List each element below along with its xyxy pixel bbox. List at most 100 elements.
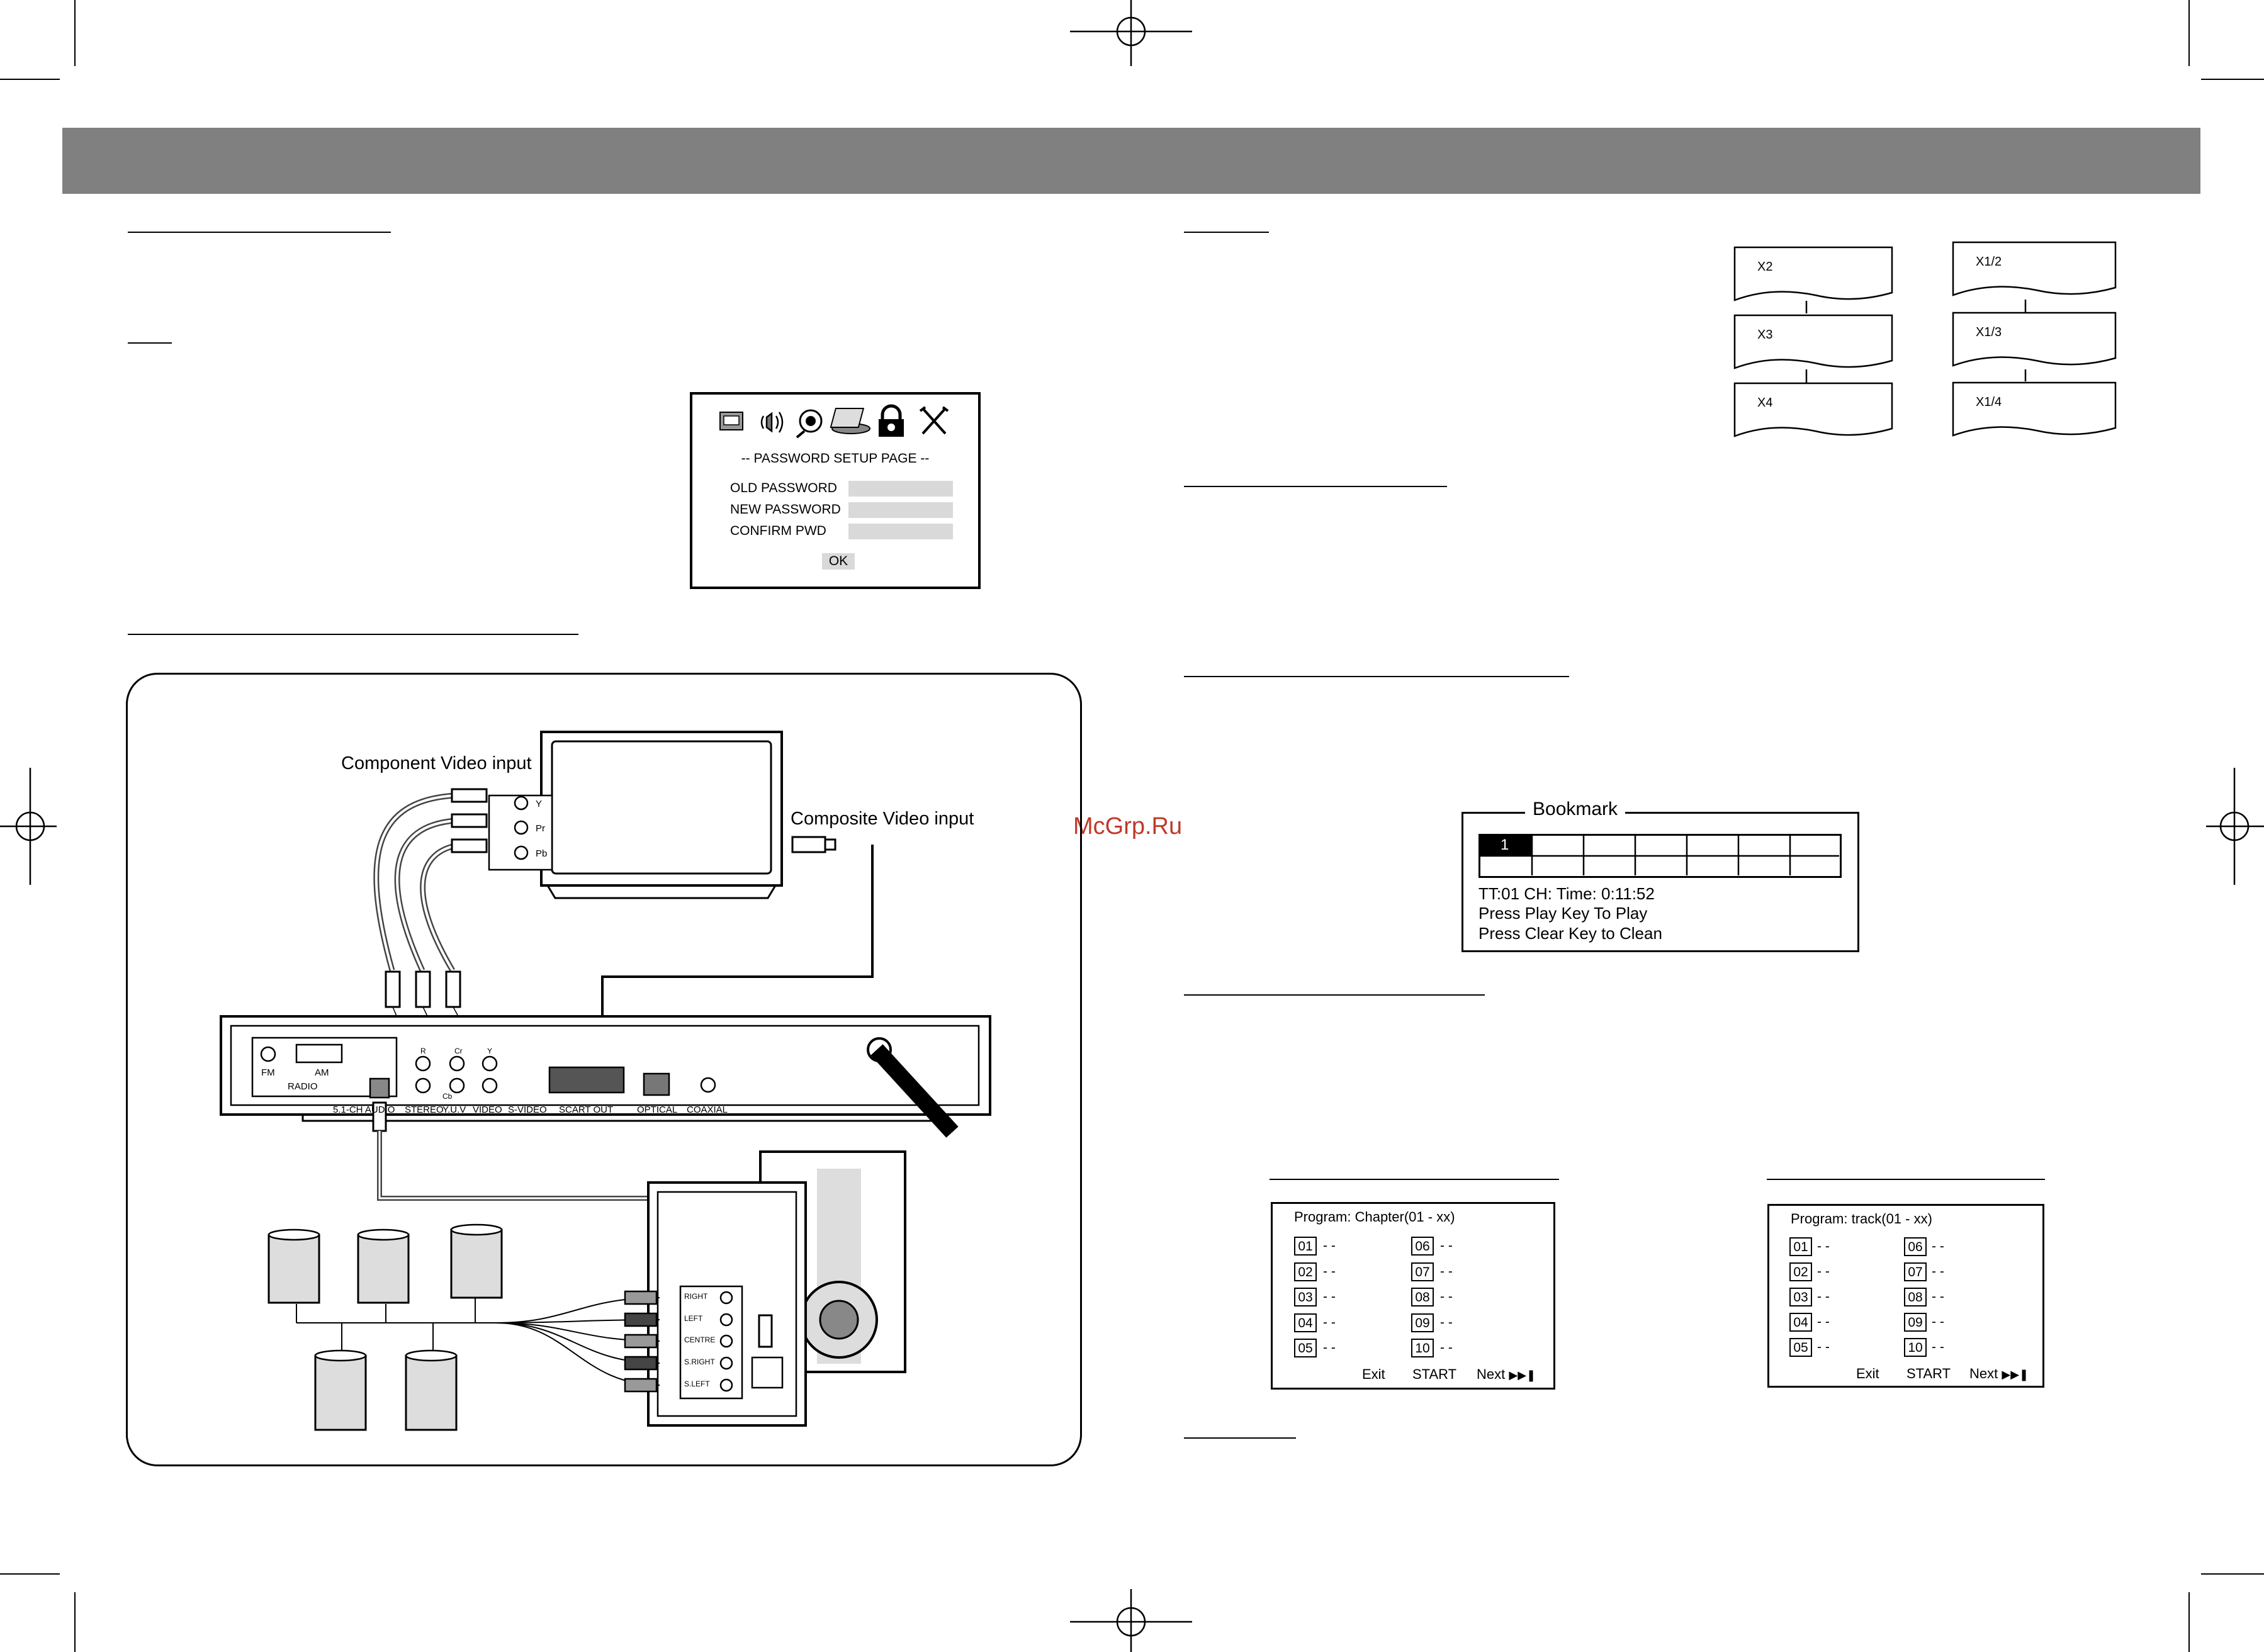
speed-label: X1/2 [1976,255,2002,269]
slot-value: - - [1323,1264,1336,1279]
slot-value: - - [1817,1315,1830,1329]
rear-label: OPTICAL [637,1104,678,1115]
exit-icon[interactable] [919,406,949,435]
general-setup-icon[interactable] [719,412,743,430]
slot-value: - - [1323,1340,1336,1355]
program-slot[interactable]: 05 [1294,1339,1317,1357]
next-track-icon: ▶▶❚ [2002,1368,2029,1381]
composite-video-label: Composite Video input [791,809,974,829]
ok-button[interactable]: OK [822,553,855,570]
speed-box-shape [1733,314,1893,369]
program-slot[interactable]: 03 [1294,1288,1317,1306]
program-slot[interactable]: 08 [1411,1288,1434,1306]
program-chapter-dialog: Program: Chapter(01 - xx) 01 - - 02 - - … [1271,1202,1555,1390]
bookmark-dialog: Bookmark 1 TT:01 CH: Time: 0:11:52 Press… [1461,799,1859,952]
lock-icon[interactable] [879,404,904,437]
next-track-icon: ▶▶❚ [1509,1369,1536,1381]
next-button[interactable]: Next ▶▶❚ [1969,1366,2029,1382]
sub-output-label: LEFT [684,1314,703,1323]
program-slot[interactable]: 06 [1411,1237,1434,1256]
program-title: Program: track(01 - xx) [1791,1211,1932,1227]
exit-button[interactable]: Exit [1856,1366,1879,1381]
rear-label: 5.1-CH AUDIO [333,1104,395,1115]
slot-value: - - [1323,1315,1336,1330]
program-slot[interactable]: 07 [1904,1262,1927,1281]
jack-cb-label: Cb [442,1092,453,1101]
speed-box-fast-2: X3 [1733,314,1893,372]
next-label: Next [1477,1366,1506,1382]
next-button[interactable]: Next ▶▶❚ [1477,1366,1536,1383]
speaker-setup-icon[interactable] [830,408,870,434]
program-slot[interactable]: 07 [1411,1262,1434,1281]
jack-top-label: R [420,1047,426,1055]
bookmark-title: Bookmark [1525,799,1626,820]
old-password-field[interactable] [848,481,953,497]
video-setup-icon[interactable] [796,409,823,439]
dialog-title: -- PASSWORD SETUP PAGE -- [741,451,930,466]
crop-mark [2188,0,2190,66]
tv-jack-label: Y [536,799,543,809]
program-slot[interactable]: 01 [1789,1237,1812,1256]
program-slot[interactable]: 10 [1411,1339,1434,1357]
section-rule [1184,232,1269,233]
program-slot[interactable]: 09 [1904,1313,1927,1332]
section-rule [128,342,172,344]
speed-label: X1/4 [1976,395,2002,409]
confirm-password-field[interactable] [848,524,953,539]
program-slot[interactable]: 04 [1294,1313,1317,1332]
watermark: McGrp.Ru [1073,813,1183,840]
start-button[interactable]: START [1412,1366,1457,1382]
program-slot[interactable]: 06 [1904,1237,1927,1256]
speed-label: X3 [1757,328,1773,342]
section-rule [1184,676,1569,677]
program-slot[interactable]: 04 [1789,1313,1812,1332]
speed-connectors [1805,300,2027,383]
connection-diagram: Component Video input Composite Video in… [126,673,1082,1466]
speed-box-shape [1952,381,2117,437]
rear-label: COAXIAL [687,1104,728,1115]
setup-menu-icons [719,404,949,439]
bookmark-time: TT:01 CH: Time: 0:11:52 [1478,884,1655,903]
sub-output-label: CENTRE [684,1335,716,1344]
slot-value: - - [1440,1239,1453,1253]
program-track-dialog: Program: track(01 - xx) 01 - - 02 - - 03… [1767,1204,2044,1388]
slot-value: - - [1440,1340,1453,1355]
audio-setup-icon[interactable] [760,412,784,433]
slot-value: - - [1817,1264,1830,1279]
speed-label: X1/3 [1976,325,2002,339]
speed-box-fast-3: X4 [1733,382,1893,440]
program-title: Program: Chapter(01 - xx) [1294,1209,1455,1225]
exit-button[interactable]: Exit [1362,1366,1385,1382]
program-slot[interactable]: 02 [1789,1262,1812,1281]
tv-jack-label: Pb [536,848,548,859]
jack-top-label: Cr [454,1047,463,1055]
section-rule [128,634,578,635]
header-band [62,128,2200,194]
rear-label: VIDEO [473,1104,502,1115]
bookmark-slot-selected[interactable] [1480,836,1531,856]
radio-label: RADIO [288,1081,318,1092]
section-rule [1184,1437,1296,1439]
program-slot[interactable]: 02 [1294,1262,1317,1281]
fm-label: FM [261,1067,275,1078]
section-rule [1184,994,1485,996]
speed-label: X2 [1757,260,1773,274]
speed-box-slow-2: X1/3 [1952,312,2117,369]
new-password-label: NEW PASSWORD [730,502,841,517]
speed-box-shape [1733,382,1893,437]
program-slot[interactable]: 10 [1904,1338,1927,1357]
program-slot[interactable]: 03 [1789,1288,1812,1306]
start-button[interactable]: START [1906,1366,1951,1381]
old-password-label: OLD PASSWORD [730,481,837,495]
speed-box-fast-1: X2 [1733,246,1893,304]
section-rule [1184,486,1447,487]
bookmark-grid: 1 [1478,834,1842,878]
new-password-field[interactable] [848,502,953,518]
program-slot[interactable]: 01 [1294,1237,1317,1256]
program-slot[interactable]: 09 [1411,1313,1434,1332]
section-rule [128,232,391,233]
program-slot[interactable]: 08 [1904,1288,1927,1306]
program-slot[interactable]: 05 [1789,1338,1812,1357]
slot-value: - - [1440,1290,1453,1304]
